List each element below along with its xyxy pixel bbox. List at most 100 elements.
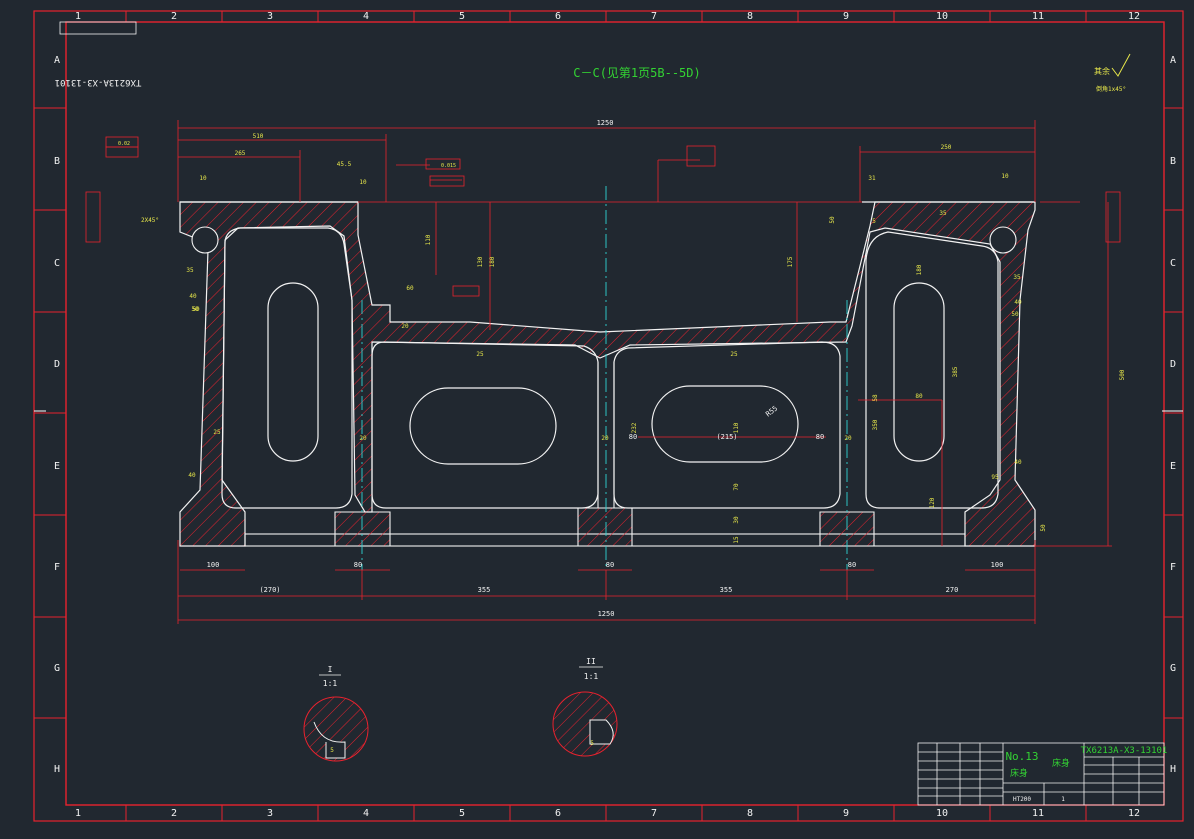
center-right-oblong-window bbox=[651, 385, 799, 463]
col-label: 1 bbox=[75, 808, 81, 819]
dim-50d: 50 bbox=[1040, 524, 1047, 532]
foot-left-mid bbox=[334, 511, 391, 547]
dim-50b: 50 bbox=[191, 306, 199, 313]
col-label: 8 bbox=[747, 808, 753, 819]
dim-110: 110 bbox=[425, 234, 432, 245]
detail-2-label: II bbox=[586, 657, 596, 666]
border-column-labels: 1 2 3 4 5 6 7 8 9 10 11 12 1 2 3 4 5 6 7… bbox=[75, 11, 1140, 819]
dim-50c: 50 bbox=[1011, 311, 1019, 318]
dim-slot-radius: R55 bbox=[764, 404, 779, 418]
dim-right-bay: 270 bbox=[946, 586, 959, 594]
row-label: F bbox=[1170, 562, 1176, 573]
dim-58: 58 bbox=[872, 394, 879, 402]
dimension-texts-yellow: 510 265 45.5 10 10 10 2X45° 110 180 130 … bbox=[141, 133, 1126, 544]
dim-35b: 35 bbox=[186, 267, 194, 274]
foot-center bbox=[577, 507, 633, 547]
col-label: 8 bbox=[747, 11, 753, 22]
row-label: H bbox=[54, 764, 60, 775]
left-cavity bbox=[221, 227, 353, 509]
bed-wall-hatched bbox=[179, 201, 1036, 547]
dim-35c: 35 bbox=[1013, 274, 1021, 281]
col-label: 7 bbox=[651, 11, 657, 22]
row-label: A bbox=[54, 55, 60, 66]
row-label: B bbox=[1170, 156, 1176, 167]
dim-385: 385 bbox=[952, 366, 959, 377]
col-label: 11 bbox=[1032, 11, 1044, 22]
dim-10b: 10 bbox=[359, 179, 367, 186]
col-label: 3 bbox=[267, 808, 273, 819]
dim-foot-center: 80 bbox=[606, 561, 614, 569]
tol-label: 0.02 bbox=[118, 141, 130, 147]
dim-slot-right: 80 bbox=[816, 433, 824, 441]
dim-35: 35 bbox=[939, 210, 947, 217]
roughness-note: 其余 bbox=[1094, 66, 1110, 76]
inner-frame bbox=[65, 21, 1165, 806]
row-label: C bbox=[54, 258, 60, 269]
col-label: 2 bbox=[171, 808, 177, 819]
outer-frame bbox=[33, 10, 1184, 822]
dim-250: 250 bbox=[941, 144, 952, 151]
center-left-oblong-window bbox=[409, 387, 557, 465]
dim-350: 350 bbox=[872, 419, 879, 430]
svg-text:5: 5 bbox=[330, 747, 334, 754]
dim-slot-left: 80 bbox=[629, 433, 637, 441]
col-label: 9 bbox=[843, 11, 849, 22]
mid-left-cavity bbox=[371, 341, 599, 509]
dim-total-width: 1250 bbox=[598, 610, 615, 618]
row-label: B bbox=[54, 156, 60, 167]
border-ticks bbox=[34, 11, 1183, 821]
dim-120: 120 bbox=[929, 497, 936, 508]
tolerance-frames bbox=[85, 136, 1121, 297]
title-sheet-no: No.13 bbox=[1005, 750, 1038, 763]
col-label: 7 bbox=[651, 808, 657, 819]
row-label: H bbox=[1170, 764, 1176, 775]
right-cavity bbox=[865, 231, 999, 509]
dim-500: 500 bbox=[1119, 369, 1126, 380]
col-label: 4 bbox=[363, 11, 369, 22]
title-quantity: 1 bbox=[1061, 796, 1065, 803]
dim-175: 175 bbox=[787, 256, 794, 267]
dim-20b: 20 bbox=[601, 435, 609, 442]
col-label: 12 bbox=[1128, 808, 1140, 819]
dimension-lines bbox=[177, 120, 1112, 624]
dim-70: 70 bbox=[733, 483, 740, 491]
left-bolt-hole bbox=[191, 226, 219, 254]
col-label: 10 bbox=[936, 11, 948, 22]
detail-1-label: I bbox=[328, 665, 333, 674]
col-label: 1 bbox=[75, 11, 81, 22]
dim-20a: 20 bbox=[359, 435, 367, 442]
title-material: HT200 bbox=[1013, 796, 1031, 803]
row-label: G bbox=[54, 663, 60, 674]
dim-foot-right: 100 bbox=[991, 561, 1004, 569]
dim-10a: 10 bbox=[199, 175, 207, 182]
dim-232: 232 bbox=[631, 422, 638, 433]
bed-cross-section bbox=[179, 186, 1036, 570]
dim-foot-mid-right: 80 bbox=[848, 561, 856, 569]
roughness-symbol-icon bbox=[1111, 53, 1131, 77]
dim-40b: 40 bbox=[1014, 299, 1022, 306]
dim-foot-mid-left: 80 bbox=[354, 561, 362, 569]
mid-right-cavity bbox=[613, 341, 841, 509]
row-label: F bbox=[54, 562, 60, 573]
col-label: 6 bbox=[555, 11, 561, 22]
dim-slot-center: (215) bbox=[716, 433, 737, 441]
dim-50a: 50 bbox=[829, 216, 836, 224]
col-label: 4 bbox=[363, 808, 369, 819]
col-label: 5 bbox=[459, 11, 465, 22]
left-oblong-window bbox=[267, 282, 319, 462]
detail-1-scale: 1:1 bbox=[323, 679, 338, 688]
border-row-labels: A B C D E F G H A B C D E F G H bbox=[54, 55, 1176, 775]
dim-25d: 25 bbox=[476, 351, 484, 358]
dim-mid-right: 355 bbox=[720, 586, 733, 594]
dim-10c: 10 bbox=[1001, 173, 1009, 180]
col-label: 2 bbox=[171, 11, 177, 22]
tol-label: 0.015 bbox=[441, 163, 456, 169]
dim-25c: 25 bbox=[730, 351, 738, 358]
chamfer-note: 倒角1x45° bbox=[1096, 85, 1126, 93]
title-block bbox=[917, 742, 1165, 806]
rotated-drawing-number: TX6213A-X3-13101 bbox=[55, 77, 142, 87]
right-bolt-hole bbox=[989, 226, 1017, 254]
col-label: 12 bbox=[1128, 11, 1140, 22]
dim-60: 60 bbox=[406, 285, 414, 292]
